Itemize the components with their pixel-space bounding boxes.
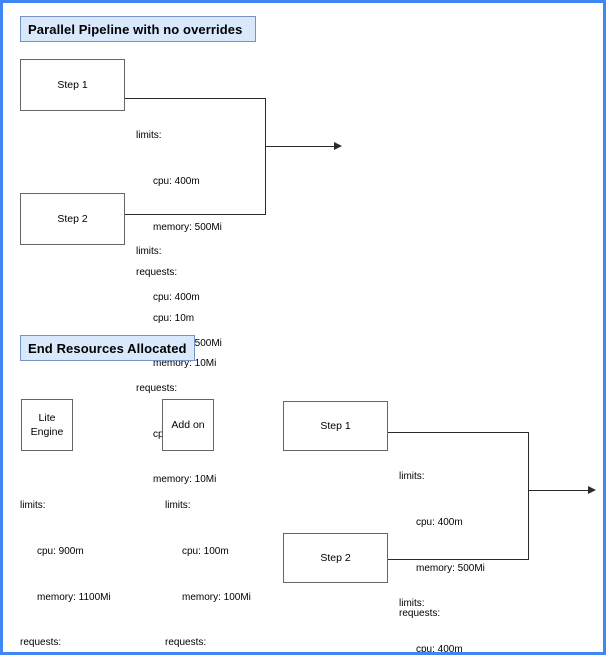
requests-label: requests: <box>399 608 441 620</box>
resources-lite-engine: limits: cpu: 900m memory: 1100Mi request… <box>20 468 111 652</box>
resources-bottom-step-2: limits: cpu: 400m memory: 500Mi requests… <box>399 566 485 655</box>
requests-memory: memory: 10Mi <box>153 474 217 486</box>
limits-cpu: cpu: 400m <box>416 643 463 655</box>
limits-cpu: cpu: 400m <box>153 291 200 303</box>
node-bottom-step-1[interactable]: Step 1 <box>283 401 388 451</box>
edge-bottom-step1-horizontal <box>388 432 529 434</box>
node-top-step-2[interactable]: Step 2 <box>20 193 125 245</box>
section-title-end-resources: End Resources Allocated <box>20 335 195 361</box>
requests-label: requests: <box>136 383 178 395</box>
limits-memory: memory: 500Mi <box>416 562 485 574</box>
limits-cpu: cpu: 900m <box>37 545 84 557</box>
edge-top-output-horizontal <box>265 146 336 148</box>
requests-cpu: cpu: 10m <box>399 652 485 653</box>
node-label: Step 1 <box>320 419 351 432</box>
limits-cpu: cpu: 100m <box>182 545 229 557</box>
requests-label: requests: <box>165 637 207 649</box>
arrow-head-top-output-icon <box>334 142 342 150</box>
resources-bottom-step-1: limits: cpu: 400m memory: 500Mi requests… <box>399 439 485 653</box>
limits-label: limits: <box>136 246 162 258</box>
resources-add-on: limits: cpu: 100m memory: 100Mi requests… <box>165 468 251 652</box>
requests-label: requests: <box>20 637 62 649</box>
edge-top-step2-horizontal <box>125 214 266 216</box>
edge-top-step1-horizontal <box>125 98 266 100</box>
node-add-on[interactable]: Add on <box>162 399 214 451</box>
section-title-label: Parallel Pipeline with no overrides <box>28 21 243 37</box>
limits-label: limits: <box>20 500 46 512</box>
edge-bottom-output-horizontal <box>528 490 590 492</box>
node-label: Step 1 <box>57 78 88 91</box>
limits-label: limits: <box>136 130 162 142</box>
limits-cpu: cpu: 400m <box>153 175 200 187</box>
limits-cpu: cpu: 400m <box>416 516 463 528</box>
arrow-head-bottom-output-icon <box>588 486 596 494</box>
limits-memory: memory: 1100Mi <box>37 591 111 603</box>
limits-memory: memory: 500Mi <box>153 221 222 233</box>
limits-label: limits: <box>165 500 191 512</box>
node-lite-engine[interactable]: Lite Engine <box>21 399 73 451</box>
limits-label: limits: <box>399 471 425 483</box>
edge-top-junction-vertical <box>265 98 267 215</box>
edge-bottom-step2-horizontal <box>388 559 529 561</box>
limits-memory: memory: 100Mi <box>182 591 251 603</box>
requests-cpu: cpu: 10m <box>153 312 195 324</box>
requests-label: requests: <box>136 267 178 279</box>
limits-label: limits: <box>399 598 425 610</box>
edge-bottom-junction-vertical <box>528 432 530 560</box>
node-bottom-step-2[interactable]: Step 2 <box>283 533 388 583</box>
section-title-parallel-pipeline: Parallel Pipeline with no overrides <box>20 16 256 42</box>
node-label: Step 2 <box>320 551 351 564</box>
node-label: Lite Engine <box>30 411 64 438</box>
section-title-label: End Resources Allocated <box>28 340 187 356</box>
resources-top-step-1: limits: cpu: 400m memory: 500Mi requests… <box>136 98 222 402</box>
requests-memory: memory: 10Mi <box>153 358 217 370</box>
node-label: Add on <box>171 418 205 431</box>
node-top-step-1[interactable]: Step 1 <box>20 59 125 111</box>
node-label: Step 2 <box>57 212 88 225</box>
